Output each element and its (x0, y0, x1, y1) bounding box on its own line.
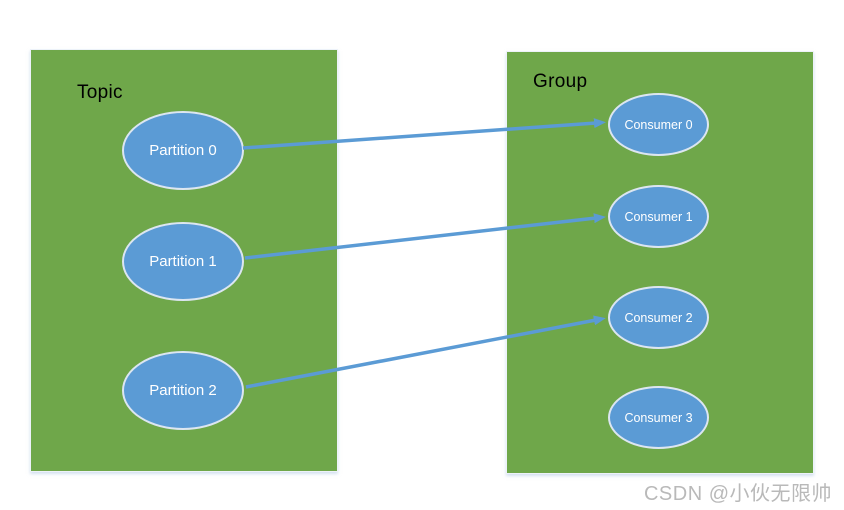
consumer-1-label: Consumer 1 (624, 209, 693, 224)
partition-2-node: Partition 2 (122, 351, 244, 430)
partition-0-label: Partition 0 (149, 142, 217, 159)
group-label: Group (533, 71, 588, 92)
consumer-2-node: Consumer 2 (608, 286, 709, 349)
consumer-1-node: Consumer 1 (608, 185, 709, 248)
consumer-3-node: Consumer 3 (608, 386, 709, 449)
consumer-3-label: Consumer 3 (624, 410, 693, 425)
partition-2-label: Partition 2 (149, 382, 217, 399)
consumer-0-label: Consumer 0 (624, 117, 693, 132)
partition-1-label: Partition 1 (149, 253, 217, 270)
partition-0-node: Partition 0 (122, 111, 244, 190)
consumer-0-node: Consumer 0 (608, 93, 709, 156)
topic-label: Topic (77, 82, 123, 103)
partition-1-node: Partition 1 (122, 222, 244, 301)
consumer-2-label: Consumer 2 (624, 310, 693, 325)
watermark-text: CSDN @小伙无限帅 (643, 483, 832, 505)
